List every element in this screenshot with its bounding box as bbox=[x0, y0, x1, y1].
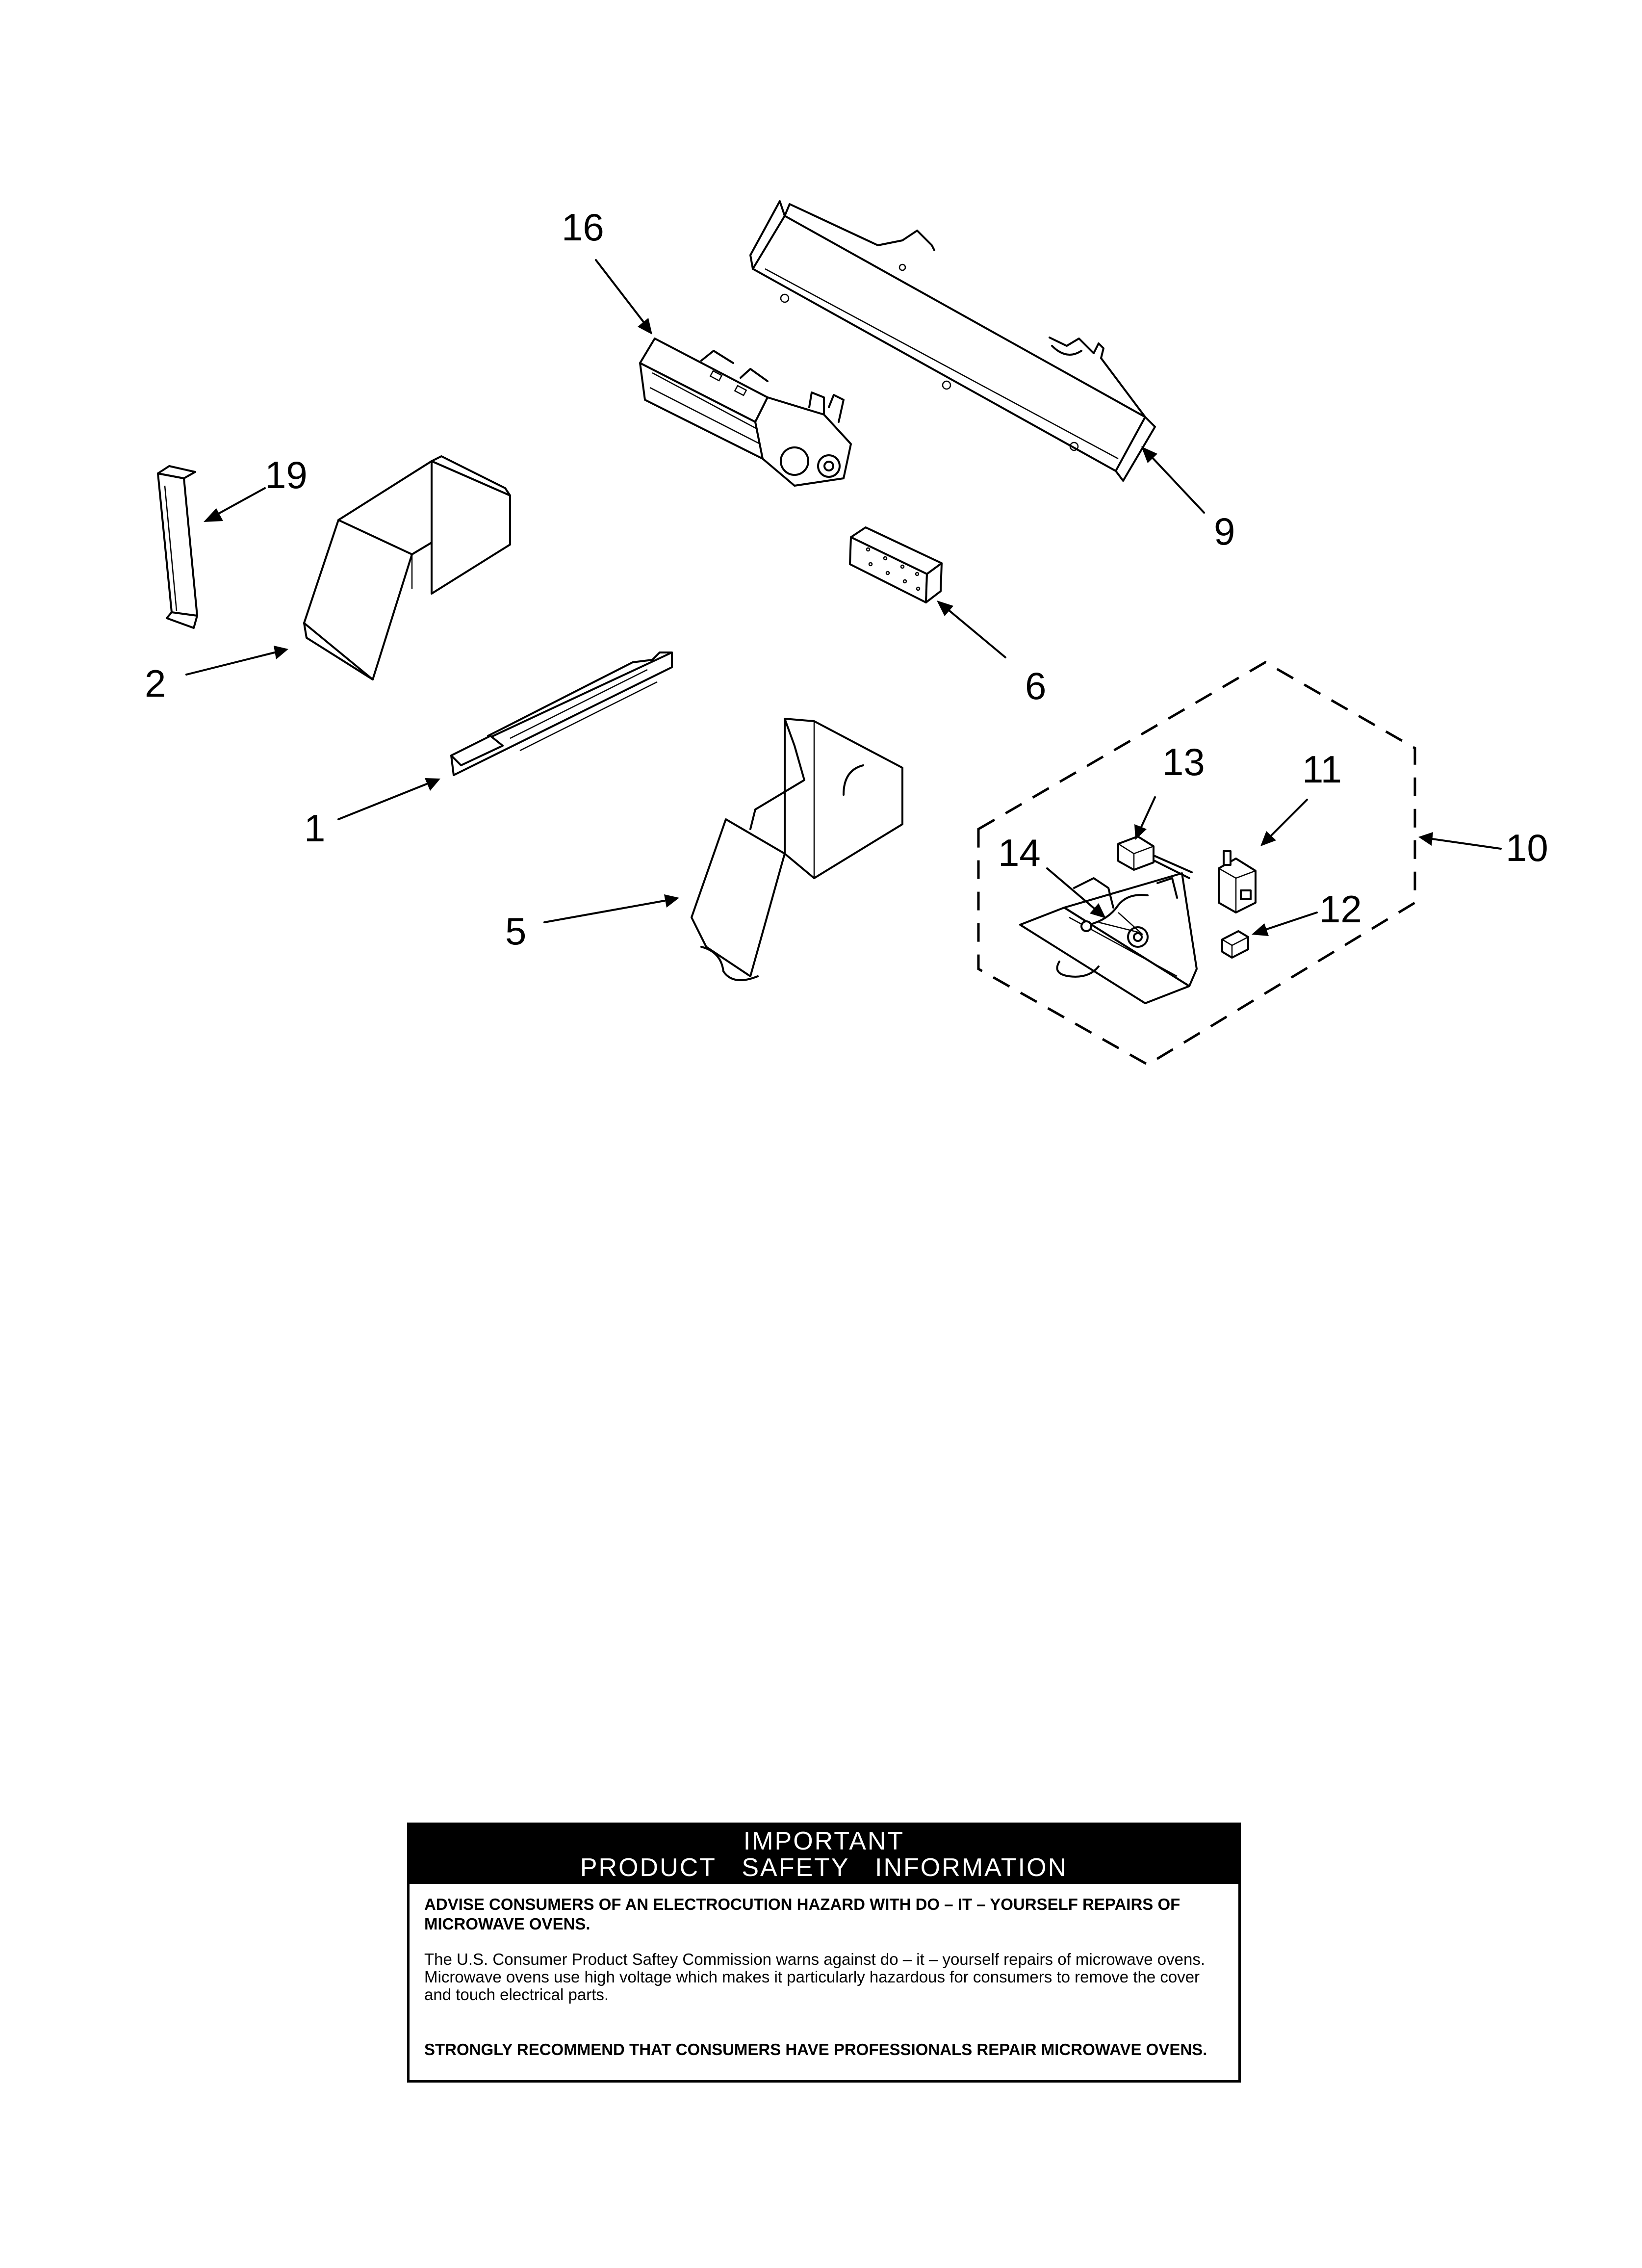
callout-1: 1 bbox=[304, 807, 325, 850]
callout-16: 16 bbox=[562, 206, 604, 249]
callout-11: 11 bbox=[1302, 748, 1342, 791]
part-12-switch bbox=[1221, 930, 1249, 959]
part-5-u-bracket bbox=[691, 718, 903, 981]
callout-6: 6 bbox=[1025, 664, 1046, 707]
part-6-foam-block bbox=[849, 526, 943, 603]
part-16-switch-assembly bbox=[639, 338, 852, 487]
safety-header: IMPORTANT PRODUCT SAFETY INFORMATION bbox=[410, 1825, 1238, 1884]
callout-12: 12 bbox=[1319, 887, 1362, 931]
safety-header-subtitle: PRODUCT SAFETY INFORMATION bbox=[580, 1853, 1068, 1882]
part-10-inner-bracket bbox=[1019, 872, 1198, 1004]
part-11-interlock-switch bbox=[1218, 850, 1257, 913]
leader-arrows bbox=[185, 259, 1502, 936]
callout-2: 2 bbox=[145, 662, 166, 705]
callout-9: 9 bbox=[1214, 510, 1235, 553]
callout-10: 10 bbox=[1506, 826, 1548, 869]
part-1-flat-channel bbox=[450, 652, 673, 776]
exploded-parts-diagram: 16 9 19 6 2 1 5 13 11 14 12 10 bbox=[145, 200, 1548, 1066]
callout-14: 14 bbox=[998, 831, 1041, 874]
safety-commission-text: The U.S. Consumer Product Saftey Commiss… bbox=[424, 1950, 1205, 2004]
part-13-switch bbox=[1117, 835, 1193, 879]
part-9-channel-bracket bbox=[749, 200, 1156, 482]
safety-information-box: IMPORTANT PRODUCT SAFETY INFORMATION ADV… bbox=[407, 1823, 1241, 2083]
safety-body: ADVISE CONSUMERS OF AN ELECTROCUTION HAZ… bbox=[410, 1884, 1238, 2059]
part-10-assembly-outline bbox=[977, 661, 1416, 1066]
part-14-wire bbox=[1080, 894, 1149, 932]
safety-advise-text: ADVISE CONSUMERS OF AN ELECTROCUTION HAZ… bbox=[424, 1895, 1180, 1933]
safety-recommend-text: STRONGLY RECOMMEND THAT CONSUMERS HAVE P… bbox=[424, 2040, 1207, 2059]
callout-19: 19 bbox=[265, 453, 308, 496]
part-2-duct-cover bbox=[303, 455, 511, 680]
part-19-vertical-strip bbox=[157, 465, 198, 629]
callout-13: 13 bbox=[1162, 740, 1205, 783]
safety-header-title: IMPORTANT bbox=[743, 1827, 905, 1855]
callout-5: 5 bbox=[505, 910, 526, 953]
